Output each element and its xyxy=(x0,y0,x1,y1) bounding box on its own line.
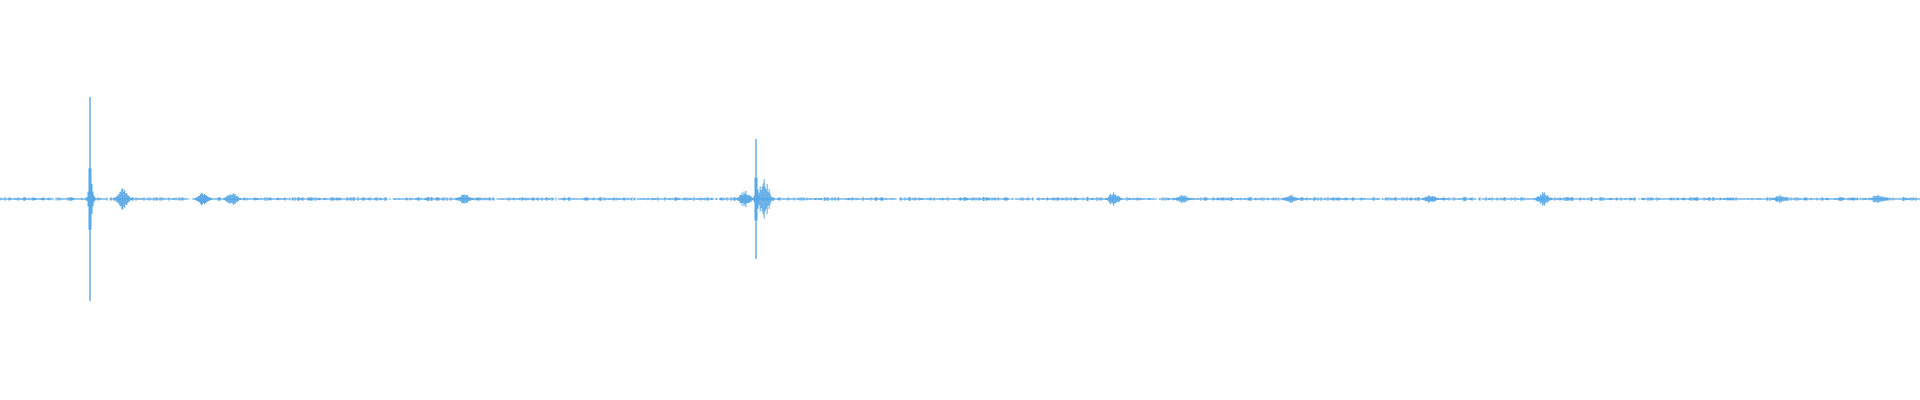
waveform-trace xyxy=(0,97,1920,301)
